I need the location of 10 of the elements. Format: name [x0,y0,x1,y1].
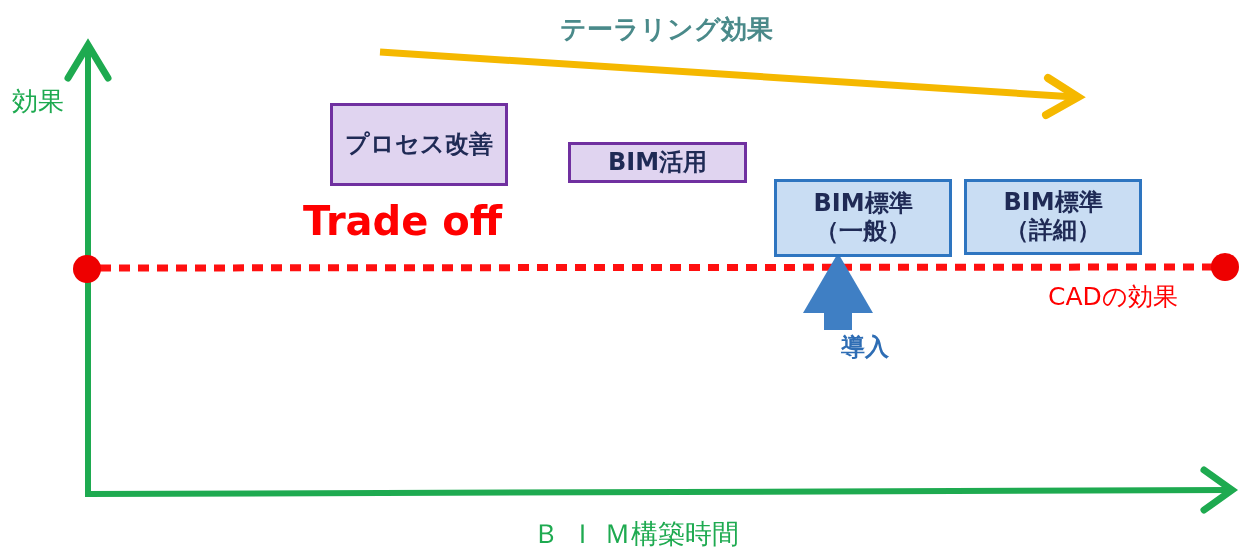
process-box: BIM活用 [568,142,747,183]
process-box: プロセス改善 [330,103,508,186]
node-label: 導入 [830,332,900,364]
annotation-text: Trade off [303,198,503,244]
annotation-text: テーラリング効果 [560,13,773,46]
line-label: CADの効果 [1048,281,1178,313]
process-box: BIM標準（詳細） [964,179,1142,255]
process-box: BIM標準（一般） [774,179,952,257]
axis-label: Ｂ Ｉ Ｍ構築時間 [533,517,740,550]
axis-label: 効果 [12,85,64,118]
